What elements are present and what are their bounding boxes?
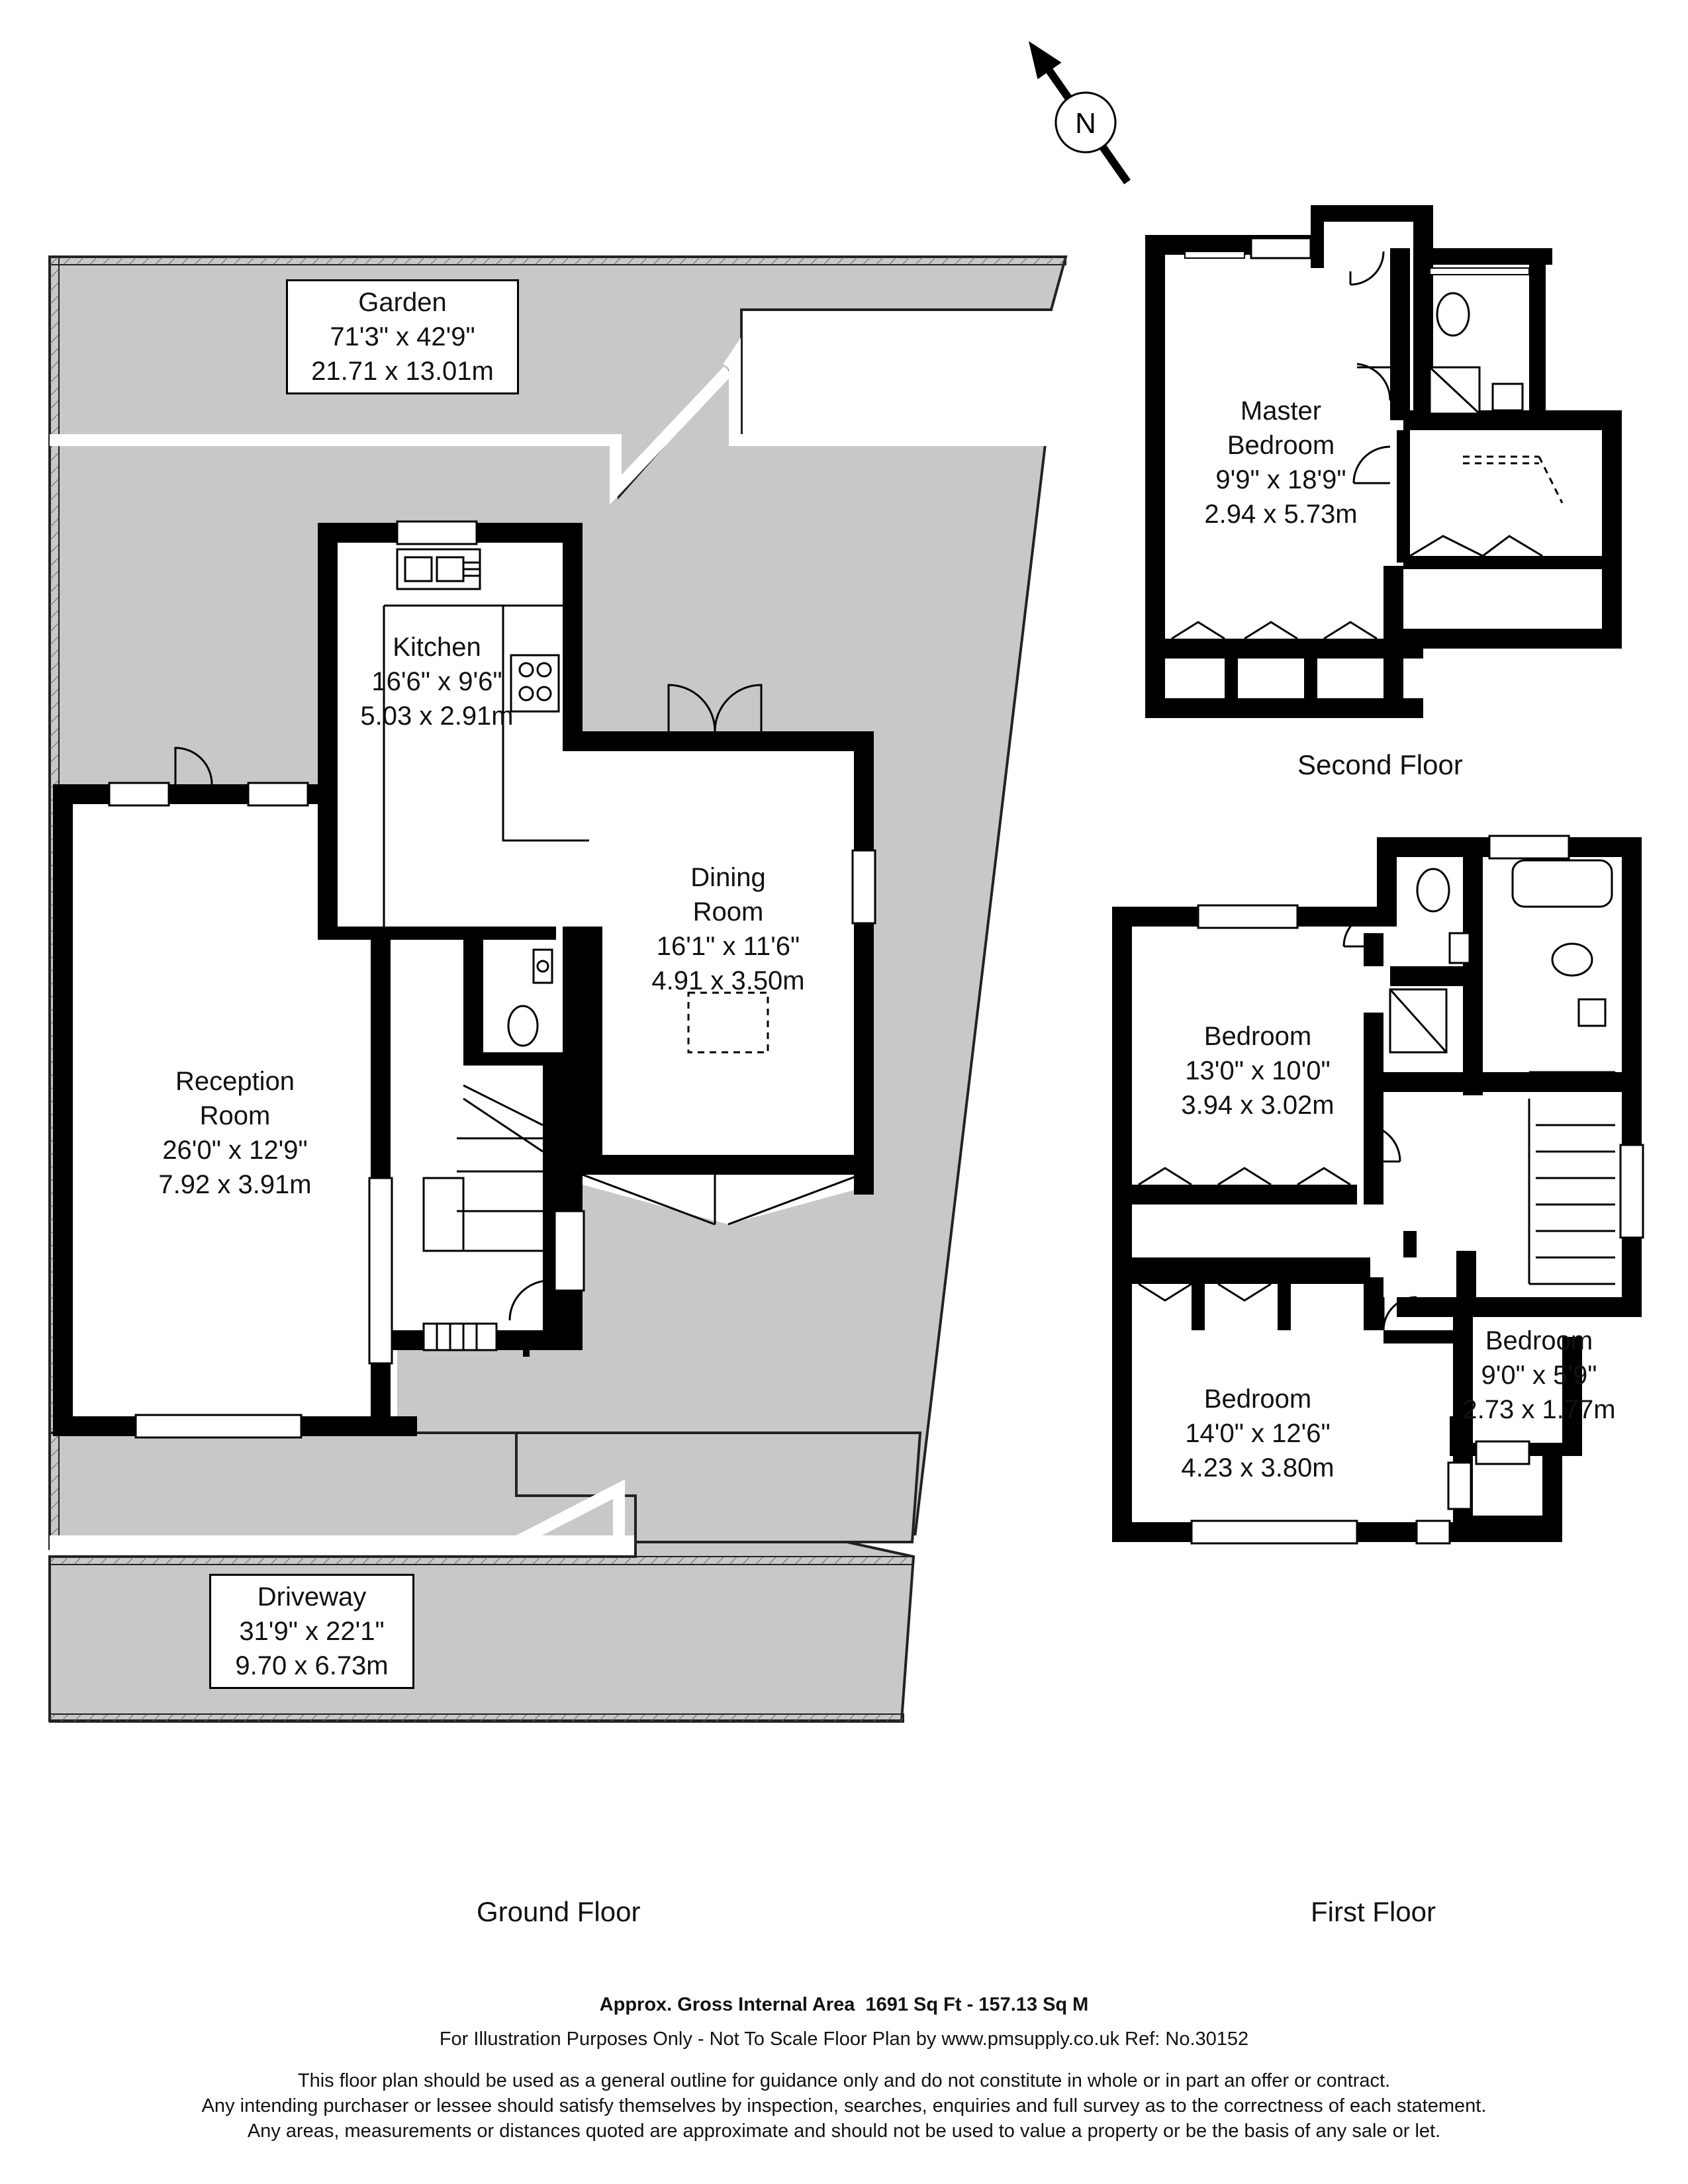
garden-label: Garden 71'3" x 42'9" 21.71 x 13.01m	[286, 279, 519, 394]
ground-doors	[174, 684, 861, 1330]
room-size-metric: 21.71 x 13.01m	[311, 357, 494, 386]
room-size-imperial: 16'1" x 11'6"	[656, 932, 800, 961]
disclaimer-line-3: Any areas, measurements or distances quo…	[247, 2120, 1441, 2142]
room-size-imperial: 13'0" x 10'0"	[1185, 1056, 1331, 1085]
kitchen-fittings	[383, 548, 769, 1054]
room-name-line1: Reception	[175, 1067, 295, 1096]
bedroom-1-label: Bedroom 13'0" x 10'0" 3.94 x 3.02m	[1165, 1019, 1350, 1122]
room-size-imperial: 9'0" x 5'9"	[1481, 1361, 1597, 1390]
disclaimer-line-1: This floor plan should be used as a gene…	[297, 2070, 1391, 2091]
disclaimer-line-2: Any intending purchaser or lessee should…	[201, 2095, 1487, 2116]
bedroom-3-label: Bedroom 9'0" x 5'9" 2.73 x 1.77m	[1450, 1324, 1628, 1427]
room-size-metric: 5.03 x 2.91m	[360, 702, 514, 731]
gross-area-label: Approx. Gross Internal Area	[599, 1994, 855, 2015]
room-size-metric: 3.94 x 3.02m	[1181, 1091, 1335, 1120]
master-bedroom-label: Master Bedroom 9'9" x 18'9" 2.94 x 5.73m	[1188, 394, 1374, 531]
kitchen-label: Kitchen 16'6" x 9'6" 5.03 x 2.91m	[344, 630, 530, 733]
gross-area-value: 1691 Sq Ft - 157.13 Sq M	[865, 1994, 1089, 2015]
room-name-line2: Bedroom	[1227, 431, 1335, 460]
ground-floor-title: Ground Floor	[477, 1896, 641, 1927]
room-name: Bedroom	[1485, 1326, 1593, 1355]
room-name-line2: Room	[199, 1101, 271, 1130]
room-size-metric: 9.70 x 6.73m	[235, 1651, 389, 1680]
bedroom-2-label: Bedroom 14'0" x 12'6" 4.23 x 3.80m	[1165, 1382, 1350, 1485]
gross-area-line: Approx. Gross Internal Area 1691 Sq Ft -…	[0, 1992, 1688, 2017]
ground-wc	[507, 948, 553, 1047]
room-name: Driveway	[257, 1582, 367, 1612]
room-name-line1: Master	[1240, 396, 1322, 426]
room-size-imperial: 31'9" x 22'1"	[239, 1617, 385, 1646]
room-name: Garden	[358, 288, 447, 317]
north-arrow-icon: N	[1028, 41, 1131, 185]
room-size-metric: 2.73 x 1.77m	[1462, 1395, 1616, 1424]
room-size-imperial: 26'0" x 12'9"	[162, 1136, 308, 1165]
room-size-imperial: 16'6" x 9'6"	[371, 667, 502, 696]
room-size-imperial: 14'0" x 12'6"	[1185, 1419, 1331, 1448]
room-size-metric: 4.23 x 3.80m	[1181, 1453, 1335, 1482]
first-floor-title: First Floor	[1311, 1896, 1436, 1927]
room-size-metric: 7.92 x 3.91m	[158, 1170, 312, 1199]
room-name: Bedroom	[1203, 1385, 1312, 1414]
room-size-metric: 4.91 x 3.50m	[651, 966, 805, 995]
room-name: Kitchen	[393, 633, 481, 662]
second-floor-building	[1145, 205, 1622, 718]
room-name-line2: Room	[692, 897, 764, 927]
room-size-imperial: 9'9" x 18'9"	[1215, 465, 1346, 494]
reception-room-label: Reception Room 26'0" x 12'9" 7.92 x 3.91…	[136, 1064, 334, 1202]
room-size-metric: 2.94 x 5.73m	[1204, 500, 1358, 529]
driveway-label: Driveway 31'9" x 22'1" 9.70 x 6.73m	[209, 1574, 414, 1689]
first-floor-building	[1112, 835, 1644, 1545]
room-name: Bedroom	[1203, 1022, 1312, 1051]
room-size-imperial: 71'3" x 42'9"	[330, 322, 475, 351]
dining-room-label: Dining Room 16'1" x 11'6" 4.91 x 3.50m	[635, 860, 821, 998]
room-name-line1: Dining	[690, 863, 766, 892]
second-floor-title: Second Floor	[1297, 749, 1463, 780]
svg-text:N: N	[1075, 107, 1096, 140]
illustration-note: For Illustration Purposes Only - Not To …	[439, 2028, 1249, 2050]
ground-staircase	[422, 1084, 543, 1351]
